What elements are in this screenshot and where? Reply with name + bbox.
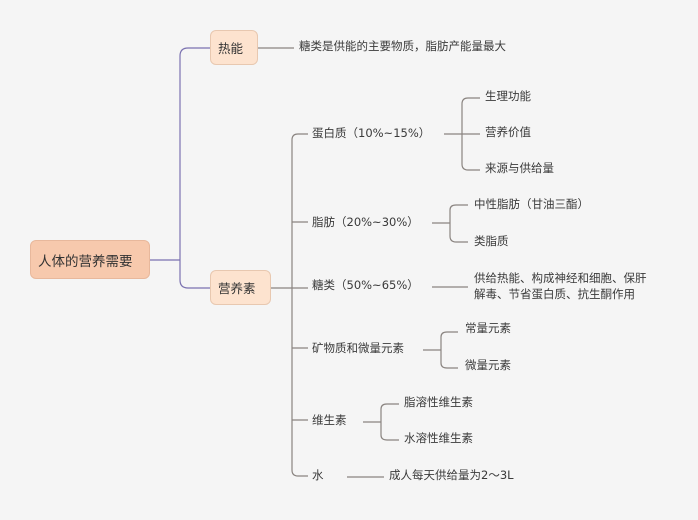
heat-detail[interactable]: 糖类是供能的主要物质，脂肪产能量最大 [299, 39, 506, 53]
branch-nutrients[interactable]: 营养素 [210, 270, 271, 305]
topic-sugar[interactable]: 糖类（50%~65%） [312, 278, 419, 292]
topic-vitamins[interactable]: 维生素 [312, 413, 347, 427]
connector-minerals [423, 331, 458, 369]
topic-fat[interactable]: 脂肪（20%~30%） [312, 215, 419, 229]
connector-root-branches [150, 47, 210, 289]
branch-heat[interactable]: 热能 [210, 30, 258, 65]
root-node[interactable]: 人体的营养需要 [30, 240, 150, 279]
water-amount[interactable]: 成人每天供给量为2～3L [389, 468, 514, 482]
connector-vitamins [363, 403, 399, 441]
protein-function[interactable]: 生理功能 [485, 89, 531, 103]
protein-value[interactable]: 营养价值 [485, 125, 531, 139]
sugar-function-line1[interactable]: 供给热能、构成神经和细胞、保肝 [474, 271, 647, 285]
branch-nutrients-label: 营养素 [218, 281, 256, 296]
minerals-trace[interactable]: 微量元素 [465, 358, 511, 372]
connector-nutrients-trunk [271, 133, 308, 477]
topic-protein[interactable]: 蛋白质（10%~15%） [312, 126, 431, 140]
fat-lipoid[interactable]: 类脂质 [474, 234, 509, 248]
protein-source[interactable]: 来源与供给量 [485, 161, 554, 175]
topic-minerals[interactable]: 矿物质和微量元素 [312, 341, 404, 355]
vitamins-fat-soluble[interactable]: 脂溶性维生素 [404, 395, 473, 409]
connector-fat [432, 204, 468, 243]
minerals-macro[interactable]: 常量元素 [465, 321, 511, 335]
fat-neutral[interactable]: 中性脂肪（甘油三酯） [474, 197, 589, 211]
connector-protein [444, 97, 480, 171]
topic-water[interactable]: 水 [312, 468, 324, 482]
branch-heat-label: 热能 [218, 41, 244, 56]
root-label: 人体的营养需要 [38, 253, 133, 270]
sugar-function-line2[interactable]: 解毒、节省蛋白质、抗生酮作用 [474, 287, 635, 301]
vitamins-water-soluble[interactable]: 水溶性维生素 [404, 431, 473, 445]
